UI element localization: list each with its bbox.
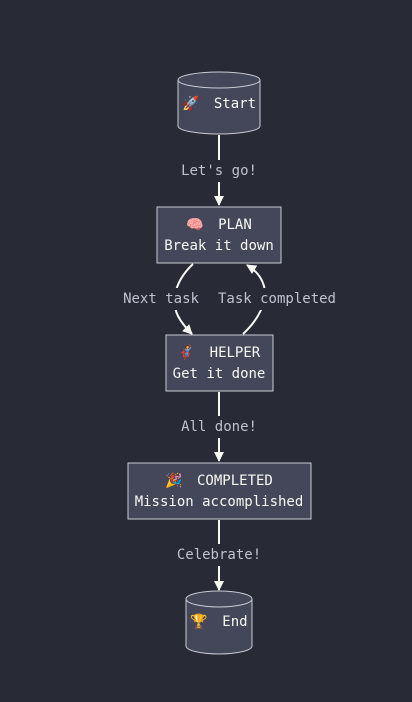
edge-helper-to-completed: All done! [177,392,261,462]
node-completed-title: COMPLETED [197,473,273,489]
edge-label-all-done: All done! [181,419,257,435]
node-end: 🏆 End [185,590,253,655]
trophy-icon: 🏆 [190,613,208,630]
node-start-label: Start [214,96,256,112]
svg-text:🏆 End: 🏆 End [190,613,247,630]
svg-text:🧠 PLAN: 🧠 PLAN [186,217,252,233]
node-completed-subtitle: Mission accomplished [135,494,304,510]
node-helper-subtitle: Get it done [173,366,266,382]
node-end-label: End [222,614,247,630]
party-popper-icon: 🎉 [165,472,182,489]
superhero-icon: 🦸 [178,343,195,361]
rocket-icon: 🚀 [182,95,200,112]
node-helper-title: HELPER [210,345,261,361]
edge-completed-to-end: Celebrate! [174,520,264,591]
edge-plan-to-helper: Next task [119,263,203,335]
node-plan: 🧠 PLAN Break it down [156,206,282,264]
edge-label-task-completed: Task completed [218,291,336,307]
node-helper: 🦸 HELPER Get it done [165,334,274,392]
node-plan-title: PLAN [218,217,252,233]
svg-text:🚀 Start: 🚀 Start [182,95,256,112]
edge-label-next-task: Next task [123,291,199,307]
svg-text:🎉 COMPLETED: 🎉 COMPLETED [165,472,273,489]
node-start: 🚀 Start [177,71,261,135]
node-plan-subtitle: Break it down [164,238,274,254]
edge-label-celebrate: Celebrate! [177,547,261,563]
edge-label-lets-go: Let's go! [181,163,257,179]
edge-start-to-plan: Let's go! [177,135,261,206]
node-completed: 🎉 COMPLETED Mission accomplished [127,462,312,520]
brain-icon: 🧠 [186,217,203,233]
svg-text:🦸 HELPER: 🦸 HELPER [178,343,261,361]
edge-helper-to-plan: Task completed [215,264,340,335]
